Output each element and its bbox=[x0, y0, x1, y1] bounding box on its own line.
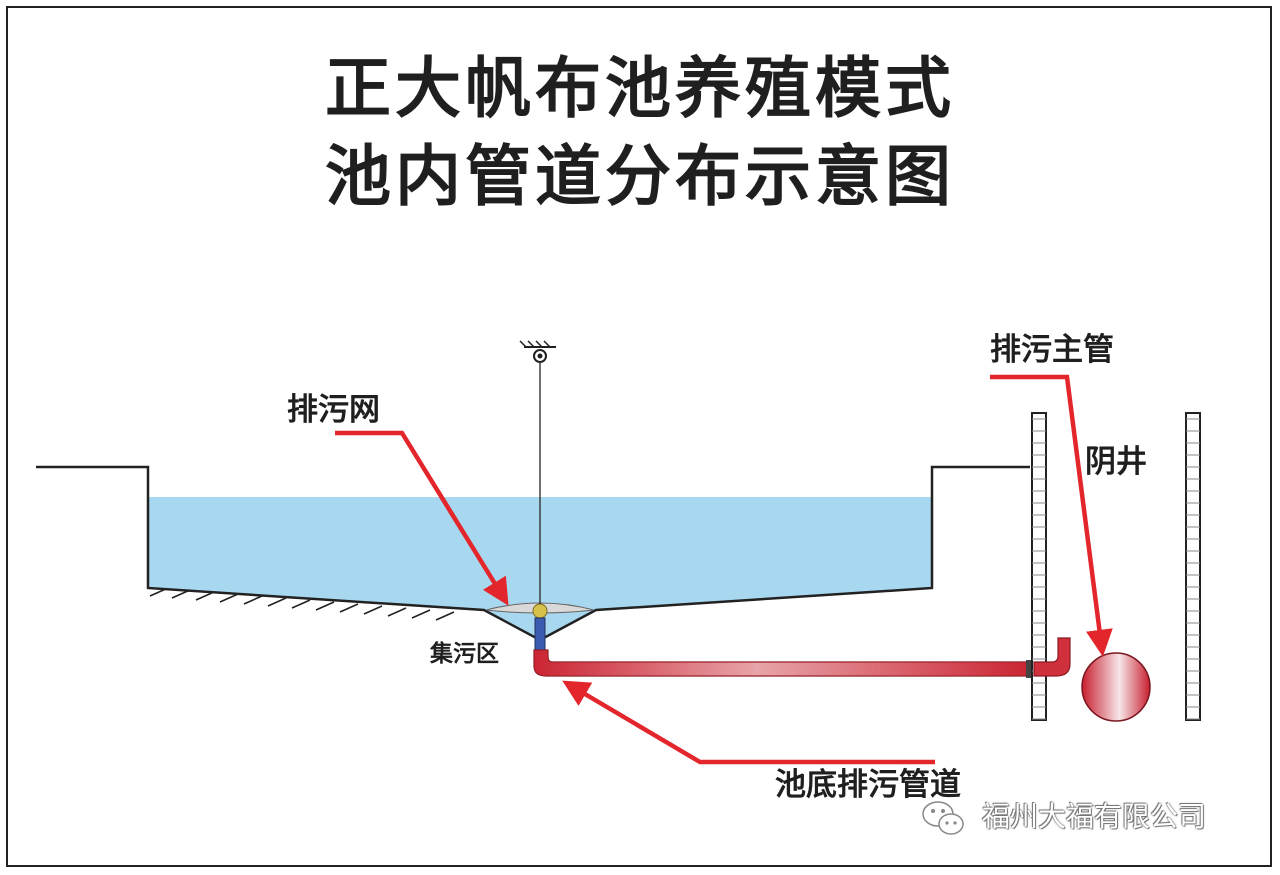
arrow-drain-net bbox=[335, 430, 509, 606]
main-drain-pipe bbox=[1081, 652, 1151, 722]
net-float bbox=[532, 603, 548, 619]
label-main-pipe: 排污主管 bbox=[990, 332, 1114, 368]
manhole bbox=[1031, 412, 1201, 721]
label-sludge-zone: 集污区 bbox=[430, 641, 499, 667]
title-line-2: 池内管道分布示意图 bbox=[325, 138, 955, 215]
label-bottom-pipe: 池底排污管道 bbox=[775, 767, 961, 803]
wechat-icon bbox=[922, 801, 964, 835]
label-drain-net: 排污网 bbox=[287, 392, 380, 428]
watermark-text: 福州大福有限公司 bbox=[982, 800, 1207, 833]
arrow-main-pipe bbox=[990, 374, 1113, 657]
title-line-1: 正大帆布池养殖模式 bbox=[325, 50, 955, 127]
wall-flange bbox=[1026, 660, 1034, 678]
vertical-pipe bbox=[534, 617, 546, 653]
arrow-bottom-pipe bbox=[562, 680, 935, 765]
label-manhole: 阴井 bbox=[1085, 444, 1147, 480]
hanger bbox=[519, 340, 556, 604]
manhole-riser-pipe bbox=[1033, 637, 1071, 677]
